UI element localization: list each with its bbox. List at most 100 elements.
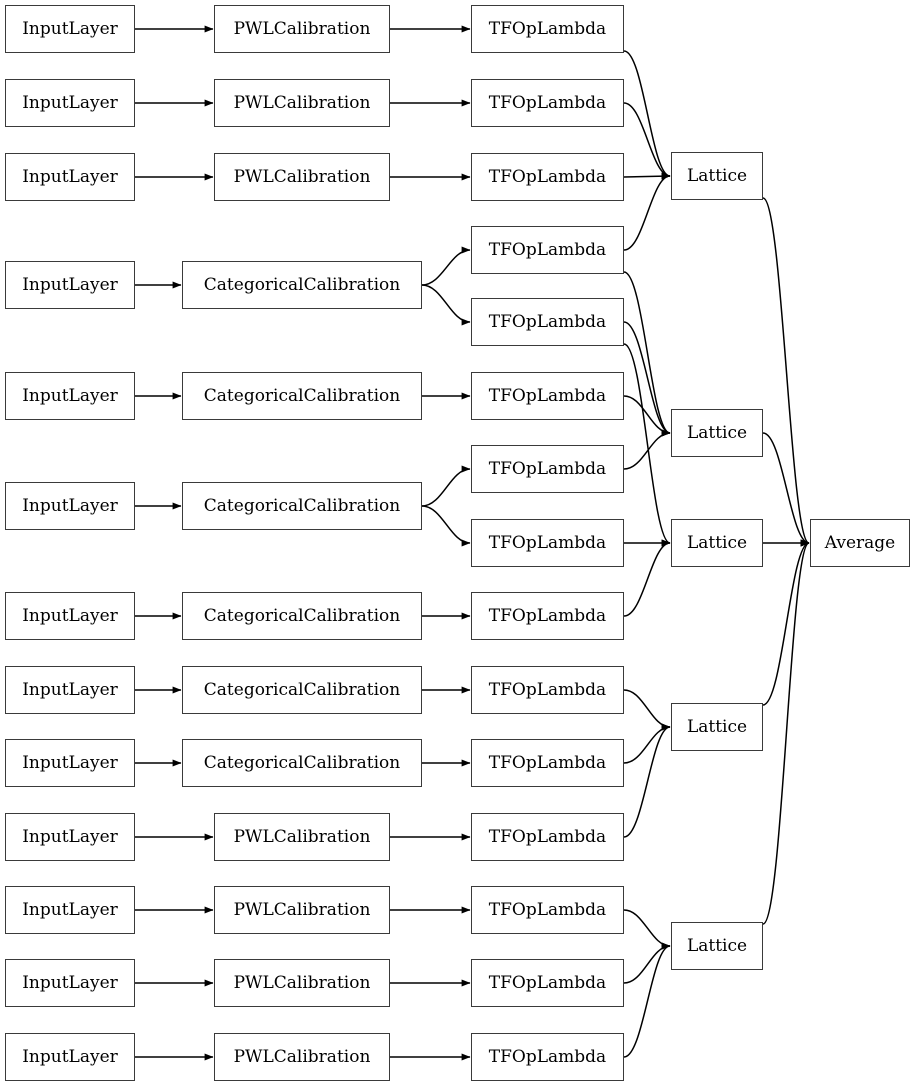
node-label: InputLayer	[22, 605, 118, 626]
node-label: Lattice	[686, 532, 748, 553]
edge-lam12-to-lat4	[623, 723, 671, 838]
node-label: CategoricalCalibration	[203, 385, 401, 406]
node-in3[interactable]: InputLayer	[5, 153, 135, 201]
node-in6[interactable]: InputLayer	[5, 482, 135, 530]
node-lat3[interactable]: Lattice	[671, 519, 763, 567]
node-cal6[interactable]: CategoricalCalibration	[182, 482, 422, 530]
node-lam3[interactable]: TFOpLambda	[471, 153, 624, 201]
node-label: TFOpLambda	[488, 239, 607, 260]
node-label: TFOpLambda	[488, 605, 607, 626]
node-in1[interactable]: InputLayer	[5, 5, 135, 53]
node-label: PWLCalibration	[233, 1046, 371, 1067]
node-cal5[interactable]: CategoricalCalibration	[182, 372, 422, 420]
node-label: TFOpLambda	[488, 679, 607, 700]
node-label: TFOpLambda	[488, 972, 607, 993]
node-label: PWLCalibration	[233, 92, 371, 113]
node-lam8[interactable]: TFOpLambda	[471, 519, 624, 567]
node-lam16[interactable]: TFOpLambda	[471, 1033, 624, 1081]
node-label: InputLayer	[22, 18, 118, 39]
node-label: InputLayer	[22, 752, 118, 773]
edge-cal4-to-lam4	[421, 246, 471, 286]
edge-lam1-to-lat1	[623, 50, 671, 180]
node-cal12[interactable]: PWLCalibration	[214, 959, 390, 1007]
node-label: TFOpLambda	[488, 752, 607, 773]
node-avg[interactable]: Average	[810, 519, 910, 567]
node-cal13[interactable]: PWLCalibration	[214, 1033, 390, 1081]
edge-lat4-to-avg	[762, 539, 810, 706]
node-lam1[interactable]: TFOpLambda	[471, 5, 624, 53]
node-lam11[interactable]: TFOpLambda	[471, 739, 624, 787]
node-in8[interactable]: InputLayer	[5, 666, 135, 714]
edge-lam9-to-lat3	[623, 539, 671, 617]
node-label: CategoricalCalibration	[203, 605, 401, 626]
edge-lam5-to-lat3	[623, 343, 671, 547]
node-label: InputLayer	[22, 972, 118, 993]
edge-lam4-to-lat1	[623, 172, 671, 251]
edge-lam10-to-lat4	[623, 689, 671, 731]
node-label: CategoricalCalibration	[203, 752, 401, 773]
node-in5[interactable]: InputLayer	[5, 372, 135, 420]
node-in4[interactable]: InputLayer	[5, 261, 135, 309]
node-in11[interactable]: InputLayer	[5, 886, 135, 934]
node-label: Average	[824, 532, 896, 553]
node-lam9[interactable]: TFOpLambda	[471, 592, 624, 640]
node-cal2[interactable]: PWLCalibration	[214, 79, 390, 127]
node-label: PWLCalibration	[233, 826, 371, 847]
node-label: Lattice	[686, 716, 748, 737]
node-label: PWLCalibration	[233, 166, 371, 187]
node-lam10[interactable]: TFOpLambda	[471, 666, 624, 714]
node-label: InputLayer	[22, 274, 118, 295]
node-lam14[interactable]: TFOpLambda	[471, 959, 624, 1007]
node-label: TFOpLambda	[488, 18, 607, 39]
node-label: Lattice	[686, 165, 748, 186]
edge-lat1-to-avg	[762, 197, 810, 547]
node-cal9[interactable]: CategoricalCalibration	[182, 739, 422, 787]
node-lat1[interactable]: Lattice	[671, 152, 763, 200]
node-label: InputLayer	[22, 826, 118, 847]
node-cal3[interactable]: PWLCalibration	[214, 153, 390, 201]
node-in12[interactable]: InputLayer	[5, 959, 135, 1007]
node-lam5[interactable]: TFOpLambda	[471, 298, 624, 346]
node-cal4[interactable]: CategoricalCalibration	[182, 261, 422, 309]
node-label: TFOpLambda	[488, 1046, 607, 1067]
node-cal10[interactable]: PWLCalibration	[214, 813, 390, 861]
node-label: TFOpLambda	[488, 92, 607, 113]
node-label: InputLayer	[22, 495, 118, 516]
node-in13[interactable]: InputLayer	[5, 1033, 135, 1081]
node-lam6[interactable]: TFOpLambda	[471, 372, 624, 420]
edge-lam4-to-lat2	[623, 271, 671, 437]
node-label: TFOpLambda	[488, 826, 607, 847]
node-lam4[interactable]: TFOpLambda	[471, 226, 624, 274]
edge-cal6-to-lam7	[421, 465, 471, 507]
node-cal8[interactable]: CategoricalCalibration	[182, 666, 422, 714]
edge-lam11-to-lat4	[623, 723, 671, 764]
edge-lam2-to-lat1	[623, 102, 671, 180]
node-lam13[interactable]: TFOpLambda	[471, 886, 624, 934]
node-label: PWLCalibration	[233, 18, 371, 39]
node-lam7[interactable]: TFOpLambda	[471, 445, 624, 493]
edge-lam14-to-lat5	[623, 942, 671, 984]
node-cal11[interactable]: PWLCalibration	[214, 886, 390, 934]
node-label: TFOpLambda	[488, 385, 607, 406]
node-cal1[interactable]: PWLCalibration	[214, 5, 390, 53]
node-label: InputLayer	[22, 166, 118, 187]
node-in2[interactable]: InputLayer	[5, 79, 135, 127]
node-label: CategoricalCalibration	[203, 495, 401, 516]
node-lat5[interactable]: Lattice	[671, 922, 763, 970]
node-label: TFOpLambda	[488, 458, 607, 479]
node-in9[interactable]: InputLayer	[5, 739, 135, 787]
node-label: InputLayer	[22, 385, 118, 406]
edge-lam6-to-lat2	[623, 395, 671, 437]
node-lat2[interactable]: Lattice	[671, 409, 763, 457]
node-lam2[interactable]: TFOpLambda	[471, 79, 624, 127]
node-lam12[interactable]: TFOpLambda	[471, 813, 624, 861]
edge-lam13-to-lat5	[623, 909, 671, 950]
edge-lat2-to-avg	[762, 432, 810, 547]
node-label: PWLCalibration	[233, 899, 371, 920]
node-lat4[interactable]: Lattice	[671, 703, 763, 751]
node-in7[interactable]: InputLayer	[5, 592, 135, 640]
edge-cal6-to-lam8	[421, 505, 471, 547]
node-in10[interactable]: InputLayer	[5, 813, 135, 861]
node-cal7[interactable]: CategoricalCalibration	[182, 592, 422, 640]
